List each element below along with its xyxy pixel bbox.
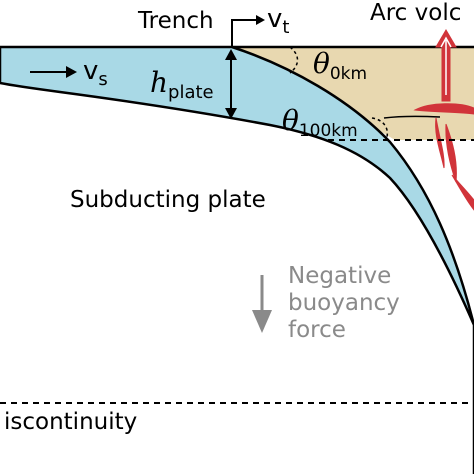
negative-label: Negative — [288, 263, 391, 289]
plate-velocity-arrow — [30, 66, 77, 78]
theta0-label: θ0km — [313, 47, 367, 84]
hplate-label: hplate — [150, 66, 214, 103]
subducting-plate-label: Subducting plate — [70, 187, 266, 213]
vt-label: vt — [267, 4, 289, 38]
arc-volcano-label: Arc volc — [370, 0, 461, 26]
discontinuity-label: iscontinuity — [4, 409, 137, 435]
plate-thickness-arrow — [225, 49, 237, 119]
trench-velocity-arrow — [231, 15, 265, 46]
theta0-arc — [289, 46, 299, 74]
negative-buoyancy-arrow — [252, 275, 272, 333]
wedge-base-line — [383, 115, 441, 119]
theta100-label: θ100km — [282, 104, 358, 141]
trench-label: Trench — [137, 8, 214, 34]
magma-arrows — [440, 36, 452, 95]
vs-label: vs — [83, 56, 108, 90]
buoyancy-label: buoyancy — [288, 290, 400, 316]
force-label: force — [288, 317, 346, 343]
subducting-plate-slab — [0, 45, 474, 474]
